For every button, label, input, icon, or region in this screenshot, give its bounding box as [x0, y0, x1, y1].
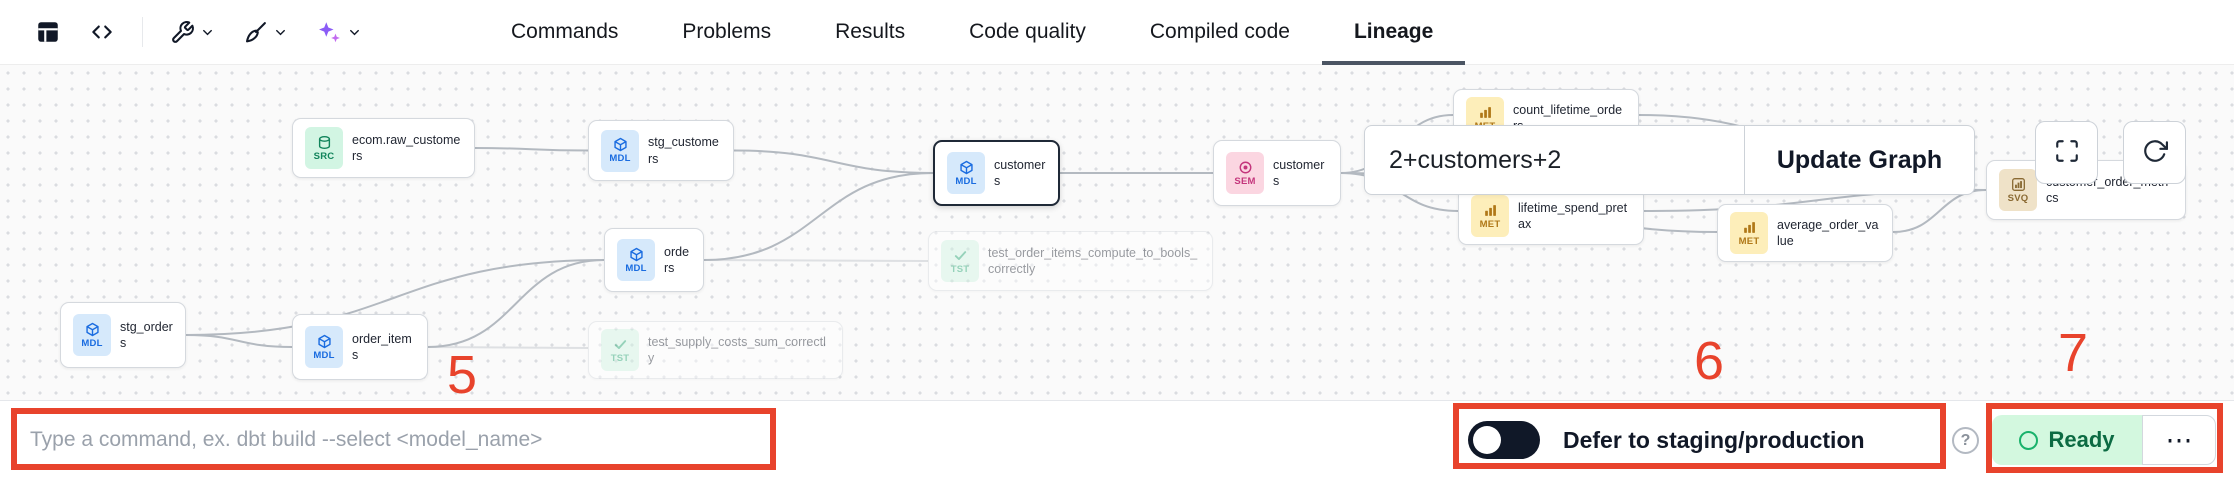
graph-selector-input[interactable]: 2+customers+2: [1389, 145, 1562, 174]
tab-commands[interactable]: Commands: [479, 0, 650, 65]
node-label: stg_orders: [120, 319, 173, 350]
lineage-edges: [185, 114, 1987, 349]
graph-selector: 2+customers+2 Update Graph: [1364, 125, 1975, 195]
toolbar-tools: [28, 12, 369, 52]
lineage-node[interactable]: MDL order_items: [292, 314, 428, 380]
ai-assist-button[interactable]: [309, 12, 369, 52]
bottom-bar: Defer to staging/production ? Ready ⋯: [0, 400, 2234, 478]
test-icon: TST: [601, 329, 639, 371]
node-label: ecom.raw_customers: [352, 132, 461, 163]
node-label: test_order_items_compute_to_bools_correc…: [988, 245, 1198, 276]
semantic-model-icon: SEM: [1226, 152, 1264, 194]
tab-compiled-code[interactable]: Compiled code: [1118, 0, 1322, 65]
refresh-icon: [2142, 138, 2168, 167]
update-graph-button[interactable]: Update Graph: [1744, 126, 1974, 194]
status-label: Ready: [2048, 427, 2115, 452]
lineage-node[interactable]: TST test_order_items_compute_to_bools_cor…: [928, 231, 1213, 291]
model-icon: MDL: [305, 326, 343, 368]
node-label: customers: [1273, 157, 1325, 188]
saved-query-icon: SVQ: [1999, 169, 2037, 211]
lineage-node[interactable]: MET average_order_value: [1717, 204, 1893, 262]
code-icon: [89, 19, 115, 45]
lineage-node[interactable]: MDL stg_customers: [588, 120, 734, 181]
model-icon: MDL: [73, 314, 111, 356]
lineage-node[interactable]: MDL orders: [604, 228, 704, 292]
defer-toggle[interactable]: [1468, 421, 1540, 459]
format-button[interactable]: [236, 13, 295, 52]
command-input[interactable]: [30, 415, 1390, 465]
lineage-node[interactable]: TST test_supply_costs_sum_correctly: [588, 321, 843, 379]
lineage-node[interactable]: MET lifetime_spend_pretax: [1458, 187, 1644, 245]
node-label: customers: [994, 157, 1046, 188]
toggle-knob: [1473, 426, 1501, 454]
more-options-button[interactable]: ⋯: [2142, 415, 2216, 465]
lineage-node[interactable]: MDL customers: [933, 140, 1060, 206]
toolbar: Commands Problems Results Code quality C…: [0, 0, 2234, 65]
metric-icon: MET: [1730, 212, 1768, 254]
tab-bar: Commands Problems Results Code quality C…: [479, 0, 1465, 65]
tab-lineage[interactable]: Lineage: [1322, 0, 1465, 65]
refresh-button[interactable]: [2123, 121, 2186, 184]
node-label: lifetime_spend_pretax: [1518, 200, 1628, 231]
model-icon: MDL: [947, 152, 985, 194]
model-icon: MDL: [617, 239, 655, 281]
fullscreen-icon: [2054, 138, 2080, 167]
chevron-down-icon: [273, 25, 288, 40]
status-ring-icon: [2019, 430, 2039, 450]
wrench-icon: [170, 20, 195, 45]
code-view-button[interactable]: [82, 12, 122, 52]
node-label: average_order_value: [1777, 217, 1879, 248]
tab-problems[interactable]: Problems: [650, 0, 803, 65]
model-icon: MDL: [601, 129, 639, 172]
test-icon: TST: [941, 240, 979, 282]
source-icon: SRC: [305, 127, 343, 169]
build-tools-button[interactable]: [163, 13, 222, 52]
sparkles-icon: [316, 19, 342, 45]
tab-code-quality[interactable]: Code quality: [937, 0, 1118, 65]
node-label: stg_customers: [648, 135, 719, 166]
lineage-node[interactable]: MDL stg_orders: [60, 302, 186, 368]
lineage-node[interactable]: SRC ecom.raw_customers: [292, 118, 475, 178]
node-label: test_supply_costs_sum_correctly: [648, 334, 826, 365]
toolbar-divider: [142, 17, 143, 47]
node-label: orders: [664, 244, 690, 275]
tab-results[interactable]: Results: [803, 0, 937, 65]
broom-icon: [243, 20, 268, 45]
defer-label: Defer to staging/production: [1563, 427, 1865, 453]
table-view-button[interactable]: [28, 12, 68, 52]
node-label: order_items: [352, 331, 412, 362]
help-icon[interactable]: ?: [1952, 427, 1979, 454]
fullscreen-button[interactable]: [2035, 121, 2098, 184]
chevron-down-icon: [200, 25, 215, 40]
table-icon: [35, 19, 61, 45]
chevron-down-icon: [347, 25, 362, 40]
metric-icon: MET: [1471, 195, 1509, 237]
lineage-node[interactable]: SEM customers: [1213, 140, 1341, 206]
ready-status-button[interactable]: Ready: [1992, 415, 2142, 465]
